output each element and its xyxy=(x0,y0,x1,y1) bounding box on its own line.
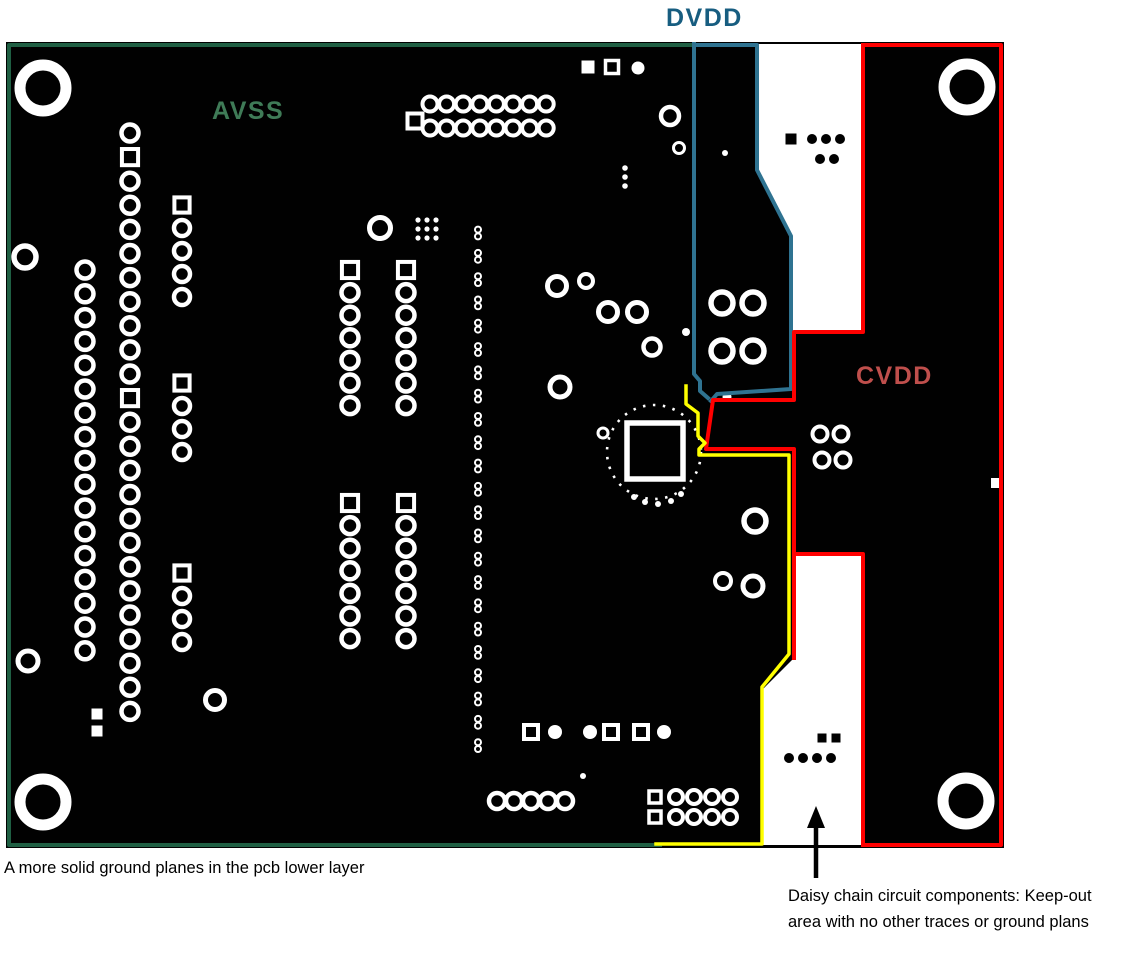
keepout-annotation: Daisy chain circuit components: Keep-out… xyxy=(788,887,1092,931)
avss-plane-outline xyxy=(7,43,696,847)
dvdd-plane-outline-left xyxy=(692,42,711,401)
keepout-component-pads xyxy=(784,133,845,763)
keepout-area-bottom xyxy=(762,556,863,845)
arrow-indicator xyxy=(807,806,825,878)
signal-trace-yellow xyxy=(654,384,791,846)
cvdd-plane-outline-outer xyxy=(862,43,1003,847)
label-cvdd: CVDD xyxy=(856,362,933,390)
dvdd-plane-outline-right xyxy=(693,43,793,404)
label-dvdd: DVDD xyxy=(666,4,743,32)
keepout-area-top xyxy=(757,44,863,332)
figure-caption: A more solid ground planes in the pcb lo… xyxy=(4,859,365,877)
label-avss: AVSS xyxy=(212,97,285,125)
via-pads xyxy=(11,58,1001,831)
cvdd-plane-outline-inner xyxy=(704,43,865,847)
